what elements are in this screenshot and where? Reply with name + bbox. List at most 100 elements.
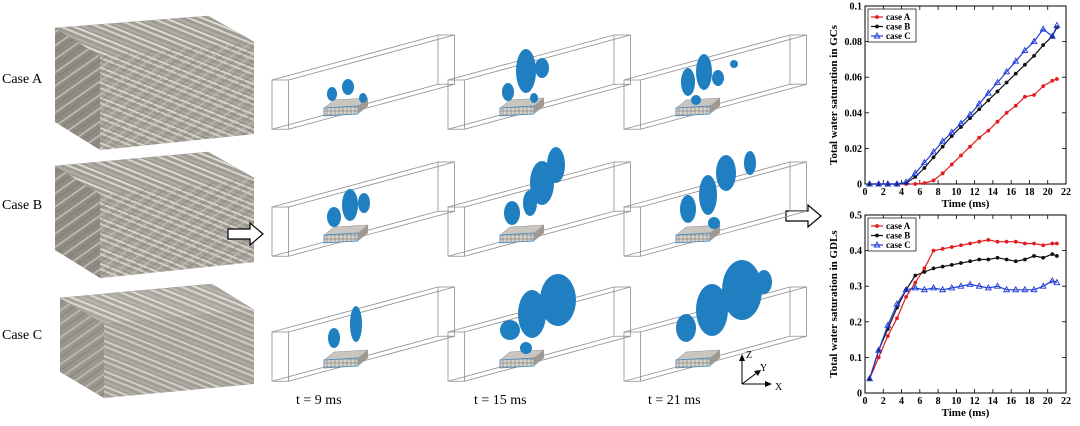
water-droplet bbox=[708, 217, 720, 229]
legend-label: case B bbox=[886, 231, 910, 241]
series-line bbox=[869, 253, 1058, 379]
case-label-a: Case A bbox=[2, 72, 43, 87]
data-point bbox=[1048, 276, 1056, 284]
x-tick-label: 10 bbox=[951, 396, 961, 407]
data-point bbox=[911, 284, 919, 291]
coordinate-axes-icon: Z Y X bbox=[739, 350, 783, 393]
channel-snapshots bbox=[271, 34, 807, 382]
water-droplet bbox=[722, 260, 762, 320]
y-tick-label: 0.06 bbox=[845, 73, 863, 84]
data-point bbox=[1041, 43, 1046, 48]
data-point bbox=[986, 98, 991, 103]
data-point bbox=[949, 262, 954, 267]
data-point bbox=[966, 110, 974, 118]
data-point bbox=[922, 166, 927, 170]
x-tick-label: 0 bbox=[863, 396, 868, 407]
x-tick-label: 2 bbox=[881, 187, 886, 198]
data-point bbox=[1022, 241, 1027, 246]
y-tick-label: 0.5 bbox=[850, 211, 863, 222]
data-point bbox=[993, 282, 1002, 289]
data-point bbox=[977, 239, 982, 244]
data-point bbox=[1013, 103, 1018, 108]
data-point bbox=[968, 241, 972, 246]
data-point bbox=[866, 374, 874, 382]
water-droplet bbox=[535, 58, 549, 78]
data-point bbox=[875, 346, 883, 353]
data-point bbox=[929, 284, 938, 291]
channel-box bbox=[271, 286, 455, 382]
case-label-b: Case B bbox=[2, 198, 42, 213]
water-droplet bbox=[730, 60, 738, 68]
data-point bbox=[1004, 80, 1009, 85]
y-tick-label: 0.08 bbox=[845, 37, 863, 48]
data-point bbox=[929, 148, 938, 155]
data-point bbox=[968, 144, 972, 149]
data-point bbox=[904, 294, 909, 299]
data-point bbox=[1012, 57, 1020, 64]
data-point bbox=[1013, 71, 1018, 76]
x-tick-label: 6 bbox=[917, 187, 922, 198]
water-droplet bbox=[681, 68, 695, 96]
data-point bbox=[913, 273, 918, 278]
data-point bbox=[902, 178, 910, 185]
gdl-structures bbox=[54, 15, 255, 398]
data-point bbox=[959, 125, 963, 129]
channel-box bbox=[447, 274, 631, 382]
data-point bbox=[931, 266, 936, 271]
data-point bbox=[977, 107, 982, 112]
data-point bbox=[1054, 77, 1059, 81]
channel-box bbox=[623, 260, 807, 382]
legend-label: case C bbox=[886, 31, 911, 41]
data-point bbox=[1003, 67, 1011, 75]
data-point bbox=[959, 261, 963, 265]
water-droplet bbox=[676, 314, 696, 342]
channel-box bbox=[271, 161, 455, 257]
water-droplet bbox=[518, 290, 546, 338]
data-point bbox=[913, 280, 918, 285]
water-droplet bbox=[540, 274, 576, 326]
channel-box bbox=[623, 34, 807, 130]
data-point bbox=[1021, 285, 1029, 293]
case-label-c: Case C bbox=[2, 328, 42, 343]
data-point bbox=[1050, 241, 1055, 246]
data-point bbox=[1032, 53, 1036, 58]
data-point bbox=[1003, 285, 1011, 293]
x-tick-label: 10 bbox=[951, 187, 961, 198]
water-droplet bbox=[502, 83, 514, 101]
data-point bbox=[1022, 94, 1027, 99]
x-tick-label: 20 bbox=[1043, 396, 1053, 407]
data-point bbox=[993, 78, 1002, 85]
x-tick-label: 0 bbox=[863, 187, 868, 198]
data-point bbox=[1039, 282, 1047, 289]
data-point bbox=[957, 282, 965, 289]
water-droplet bbox=[699, 175, 717, 215]
y-tick-label: 0.1 bbox=[850, 2, 863, 13]
data-point bbox=[995, 239, 1000, 244]
x-tick-label: 22 bbox=[1061, 187, 1071, 198]
data-point bbox=[995, 119, 1000, 124]
x-tick-label: 8 bbox=[936, 396, 941, 407]
water-droplet bbox=[328, 328, 340, 348]
x-tick-label: 2 bbox=[881, 396, 886, 407]
legend-marker bbox=[875, 24, 879, 29]
data-point bbox=[893, 180, 901, 187]
data-point bbox=[1004, 239, 1009, 244]
data-point bbox=[911, 169, 919, 176]
x-tick-label: 18 bbox=[1024, 187, 1034, 198]
data-point bbox=[931, 178, 936, 183]
data-point bbox=[1022, 257, 1027, 262]
y-axis-label: Total water saturation in GDLs bbox=[828, 230, 840, 378]
y-tick-label: 0.1 bbox=[850, 353, 863, 364]
water-droplet bbox=[696, 284, 728, 336]
data-point bbox=[959, 153, 963, 158]
y-tick-label: 0 bbox=[857, 180, 862, 191]
time-label-21: t = 21 ms bbox=[648, 393, 701, 408]
y-tick-label: 0.04 bbox=[845, 108, 863, 119]
legend-label: case B bbox=[886, 22, 910, 32]
data-point bbox=[1004, 257, 1009, 262]
data-point bbox=[939, 137, 947, 144]
data-point bbox=[875, 180, 883, 187]
y-axis-label: Total water saturation in GCs bbox=[828, 24, 840, 165]
water-droplet bbox=[744, 151, 756, 175]
